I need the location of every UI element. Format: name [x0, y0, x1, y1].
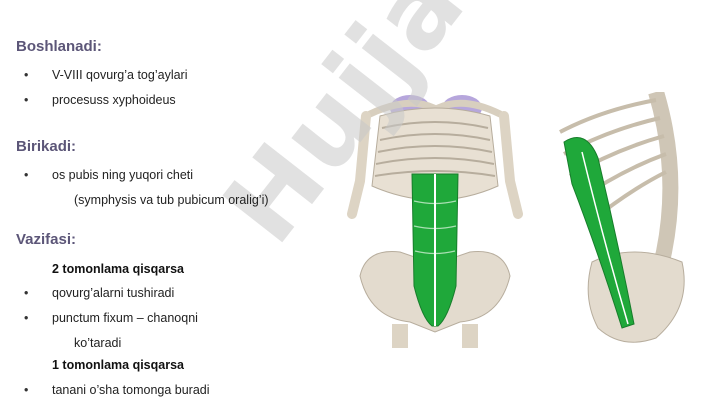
humerus-left [347, 111, 371, 219]
origin-heading: Boshlanadi: [16, 38, 102, 55]
origin-item: procesuss xyphoideus [24, 93, 176, 107]
lateral-torso-rectus-abdominis-illustration [552, 92, 700, 350]
rib-cage [371, 107, 499, 201]
function-item: tanani o’sha tomonga buradi [24, 383, 209, 397]
ribs [374, 121, 496, 177]
insertion-heading: Birikadi: [16, 138, 77, 155]
function-item: qovurg’alarni tushiradi [24, 286, 174, 300]
anterior-torso-rectus-abdominis-illustration [330, 86, 540, 348]
clavicle-left [366, 99, 438, 118]
bilateral-label: 2 tomonlama qisqarsa [52, 262, 184, 276]
clavicle-right [434, 99, 504, 118]
humerus-right [499, 111, 523, 219]
function-item-continuation: ko’taradi [74, 336, 122, 350]
linea-alba-lateral [581, 151, 629, 325]
rectus-abdominis-muscle-lateral [563, 137, 635, 329]
function-heading: Vazifasi: [16, 231, 77, 248]
femur-left [392, 324, 408, 348]
origin-item: V-VIII qovurg’a tog’aylari [24, 68, 187, 82]
function-item: punctum fixum – chanoqni [24, 311, 198, 325]
unilateral-label: 1 tomonlama qisqarsa [52, 358, 184, 372]
insertion-item: os pubis ning yuqori cheti [24, 168, 193, 182]
femur-right [462, 324, 478, 348]
insertion-note: (symphysis va tub pubicum oralig’i) [74, 193, 269, 207]
